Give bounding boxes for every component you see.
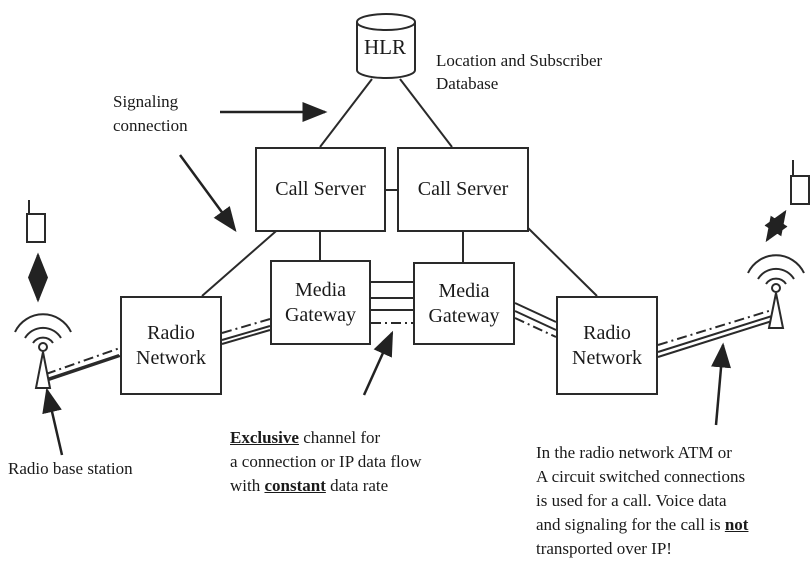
media-gateway-label-line1: Media [294,278,347,301]
radio-note-line5: transported over IP! [536,539,672,558]
radio-network-label-line2: Network [136,346,206,369]
call-server-right: Call Server [397,147,529,232]
radio-note-text: and signaling for the call is [536,515,725,534]
channel-note-line3: with constant data rate [230,474,388,497]
signaling-label-line1: Signaling [113,92,179,111]
channel-note-text: with [230,476,265,495]
antenna-icon [747,254,805,329]
radio-note-line4: and signaling for the call is not [536,513,748,536]
channel-note-emphasis: Exclusive [230,428,299,447]
media-gateway-label-line2: Gateway [284,303,357,326]
radio-note-line1: In the radio network ATM or [536,443,732,462]
base-station-label: Radio base station [8,459,133,478]
channel-note-text: data rate [325,476,389,495]
radio-network-label-line1: Radio [583,321,631,344]
radio-note-line2: A circuit switched connections [536,467,746,486]
mobile-phone-icon [790,160,810,205]
media-gateway-right: Media Gateway [413,262,515,345]
mobile-phone-icon [26,200,46,243]
channel-note-emphasis: constant [264,476,326,495]
channel-note-line1: Exclusive channel for [230,426,380,449]
radio-network-left: Radio Network [120,296,222,395]
radio-network-label-line1: Radio [147,321,195,344]
call-server-label: Call Server [275,178,366,200]
media-gateway-label-line2: Gateway [428,304,500,327]
hlr-caption-line1: Location and Subscriber [436,51,603,70]
signaling-label-line2: connection [113,116,188,135]
channel-note-text: channel for [298,428,381,447]
media-gateway-label-line1: Media [438,279,490,302]
hlr-caption-line2: Database [436,74,499,93]
radio-network-right: Radio Network [556,296,658,395]
arrow-icon [28,102,788,456]
database-icon [356,13,416,79]
call-server-label: Call Server [417,178,509,200]
hlr-label: HLR [364,35,406,59]
channel-note-line2: a connection or IP data flow [230,452,422,471]
radio-note-line3: is used for a call. Voice data [536,491,727,510]
media-gateway-left: Media Gateway [270,260,371,345]
call-server-left: Call Server [255,147,386,232]
radio-note-emphasis: not [724,515,749,534]
antenna-icon [14,313,72,389]
radio-network-label-line2: Network [572,346,642,369]
